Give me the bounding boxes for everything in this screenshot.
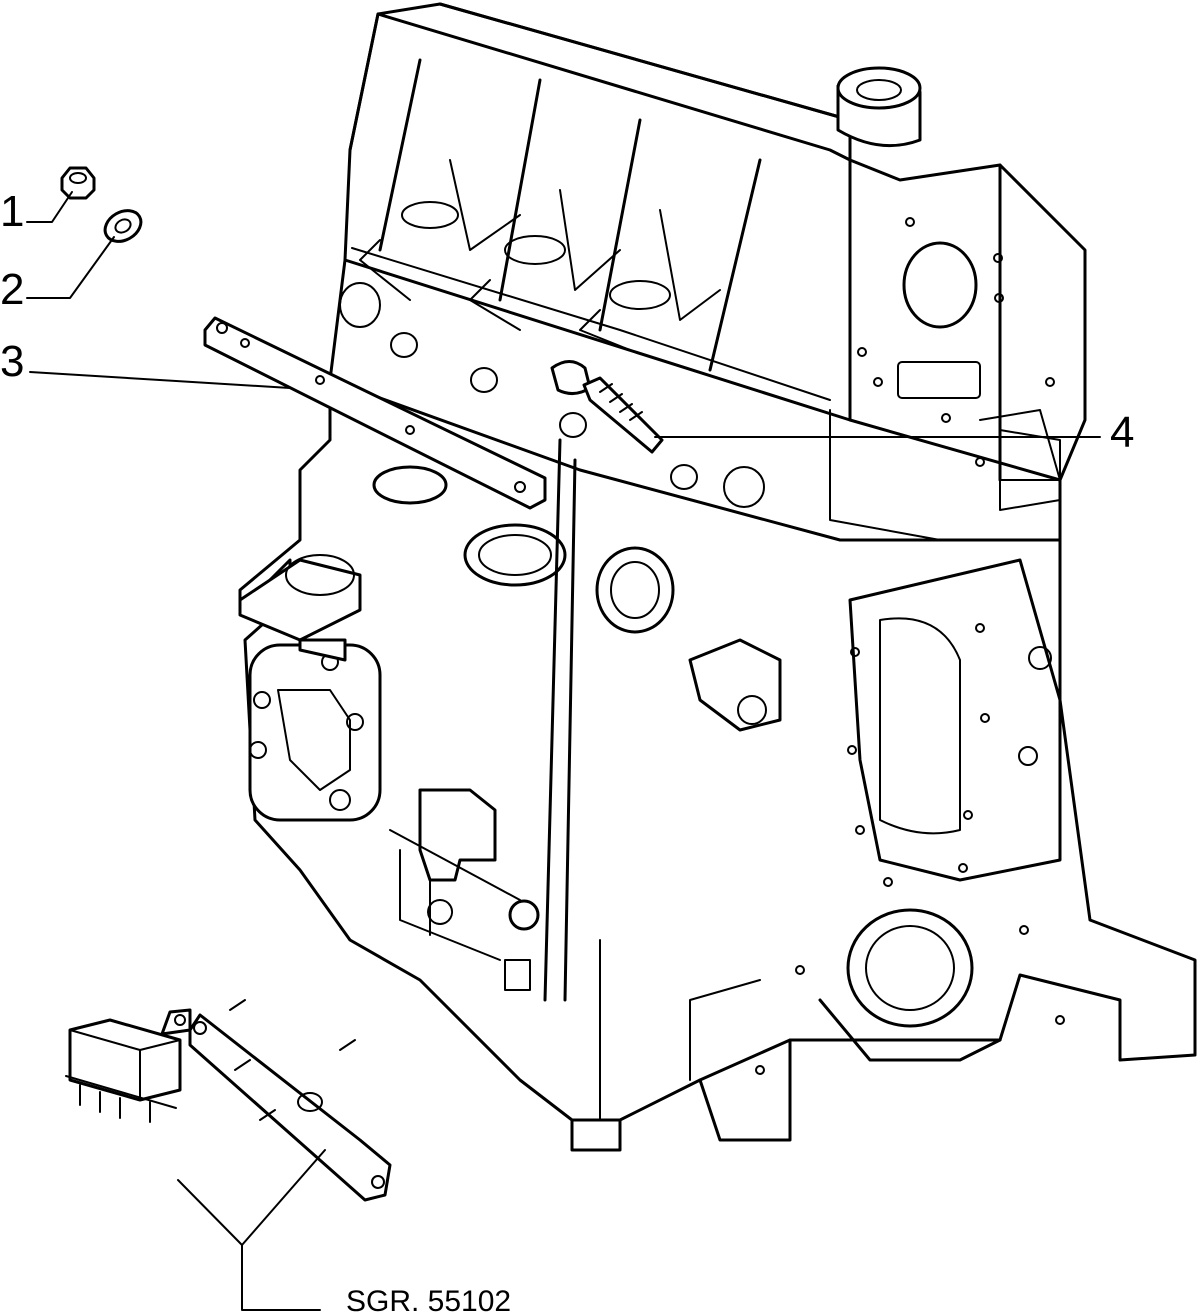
reference-label: SGR. 55102 [346,1285,511,1314]
engine-block [238,2,1197,1152]
callout-2: 2 [0,265,24,314]
crankshaft-bore [846,908,974,1028]
bracket-strip-part [203,316,547,510]
sensor-connector [418,788,497,936]
relay-mounting-bracket [188,999,392,1202]
washer-part [103,209,143,243]
bolt-part [550,360,664,454]
oil-filler-neck [836,66,922,148]
callout-3: 3 [0,337,24,386]
engine-mount-pad [248,643,382,822]
callout-1: 1 [0,187,24,236]
nut-part [60,166,96,200]
relay-part [65,1008,192,1123]
leader-lines [26,191,1101,1311]
oil-filter-boss [238,554,362,662]
callout-4: 4 [1110,408,1134,457]
